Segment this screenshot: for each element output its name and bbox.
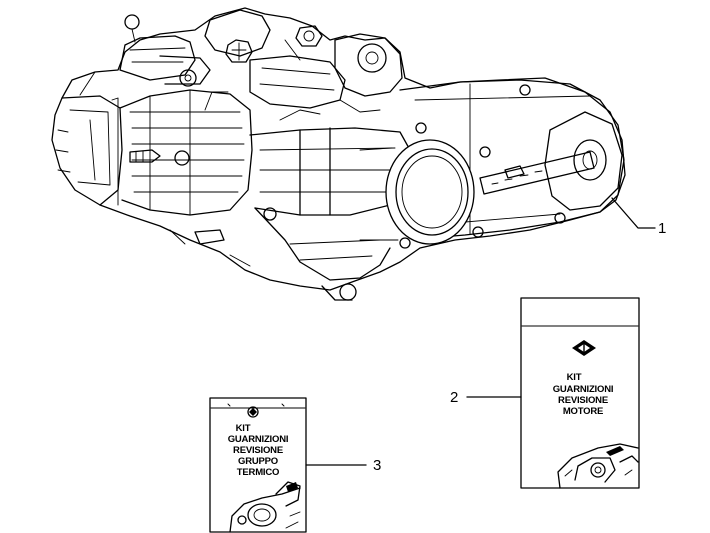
kit-3-line-3: REVISIONE <box>233 445 283 456</box>
kit-3-line-5: TERMICO <box>237 467 279 478</box>
kit-2-line-1: KIT <box>567 372 582 383</box>
callout-label-2: 2 <box>450 389 458 406</box>
cylinder-gasket-kit: KIT GUARNIZIONI REVISIONE GRUPPO TERMICO <box>209 397 307 533</box>
callout-label-3: 3 <box>373 457 381 474</box>
leader-line-1 <box>611 197 656 229</box>
engine-gasket-shapes <box>557 443 639 489</box>
kit-2-line-3: REVISIONE <box>558 395 608 406</box>
engine-assembly <box>51 7 626 301</box>
piaggio-logo-icon <box>572 340 596 356</box>
kit-3-line-2: GUARNIZIONI <box>228 434 289 445</box>
piaggio-logo-icon-small <box>247 406 259 418</box>
engine-gasket-kit: KIT GUARNIZIONI REVISIONE MOTORE <box>520 297 640 489</box>
cylinder-gasket-shapes <box>229 481 301 533</box>
callout-label-1: 1 <box>658 220 666 237</box>
kit-2-line-4: MOTORE <box>563 406 603 417</box>
kit-3-line-4: GRUPPO <box>238 456 278 467</box>
kit-3-line-1: KIT <box>236 423 251 434</box>
kit-2-line-2: GUARNIZIONI <box>553 384 614 395</box>
